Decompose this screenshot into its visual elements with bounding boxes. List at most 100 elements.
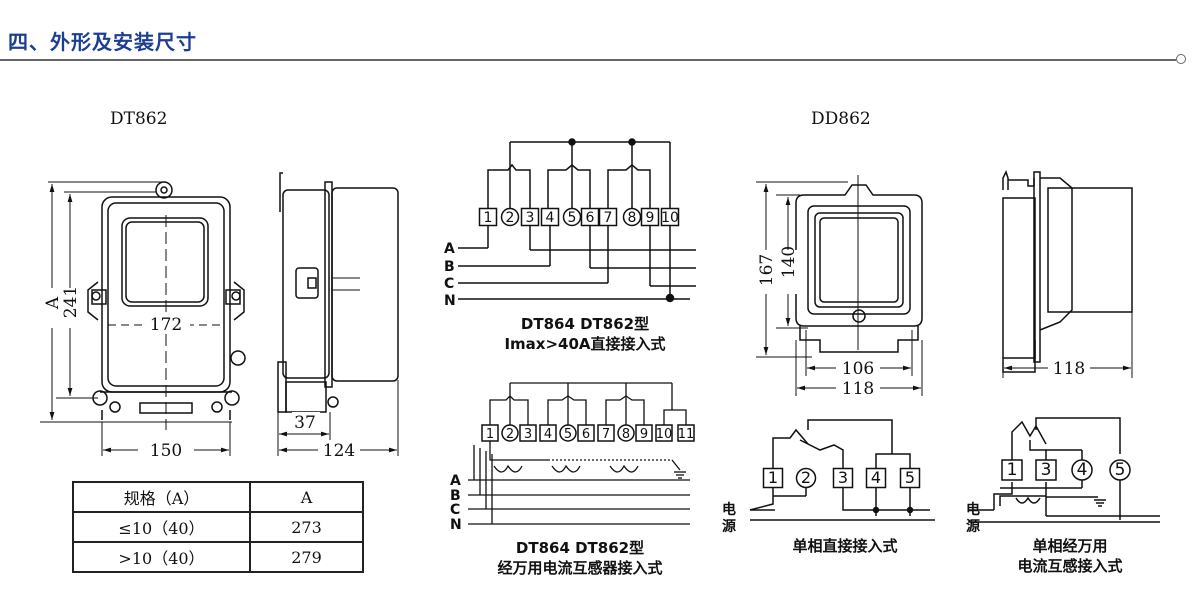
terminal-number: 1: [484, 210, 493, 226]
phase-label: A: [450, 473, 461, 489]
terminal-circle: [795, 467, 817, 489]
source-label: 电: [722, 501, 736, 518]
terminal-number: 5: [564, 427, 572, 442]
spec-table: 规格（A） A ≤10（40） 273 >10（40） 279: [72, 481, 364, 573]
source-label: 电: [966, 501, 980, 518]
dd862-side-view: [1002, 170, 1133, 378]
terminal-number: 8: [628, 210, 637, 226]
terminal-circle: [622, 207, 642, 227]
table-cell: ≤10（40）: [72, 511, 251, 543]
phase-label: C: [450, 502, 460, 518]
terminal-circle: [501, 424, 519, 442]
terminal-box: [865, 467, 887, 489]
table-cell: 279: [249, 541, 364, 573]
dt862-side-view: [277, 172, 399, 456]
terminal-box: [540, 207, 560, 227]
terminal-box: [655, 424, 673, 442]
wiring-direct-diagram: [458, 138, 696, 303]
divider-end-circle: [1176, 54, 1186, 64]
terminal-number: 10: [661, 210, 679, 226]
terminal-circle: [617, 424, 635, 442]
phase-label: C: [444, 276, 454, 292]
single-direct-caption: 单相直接接入式: [760, 536, 930, 556]
terminal-number: 3: [1041, 460, 1052, 480]
terminal-number: 1: [1007, 460, 1018, 480]
terminal-box: [539, 424, 557, 442]
caption-line: 单相直接接入式: [792, 537, 898, 555]
terminal-number: 2: [506, 210, 515, 226]
dt862-front-view: DT862: [40, 109, 246, 456]
terminal-number: 2: [506, 427, 514, 442]
terminal-box: [598, 207, 618, 227]
terminal-box: [597, 424, 615, 442]
terminal-number: 3: [838, 468, 848, 487]
phase-label: B: [444, 259, 455, 275]
dim-height-167: 167: [757, 254, 777, 286]
terminal-circle: [1071, 459, 1093, 481]
terminal-box: [832, 467, 854, 489]
dim-label-A: A: [43, 296, 63, 310]
terminal-number: 6: [586, 210, 595, 226]
terminal-box: [640, 207, 660, 227]
terminal-box: [519, 424, 537, 442]
wiring-ct-caption: DT864 DT862型 经万用电流互感器接入式: [460, 538, 700, 578]
terminal-number: 10: [656, 427, 673, 442]
source-label: 源: [966, 518, 980, 535]
section-title: 四、外形及安装尺寸: [8, 30, 197, 54]
terminal-number: 1: [768, 468, 778, 487]
terminal-box: [577, 424, 595, 442]
terminal-number: 1: [486, 427, 494, 442]
terminal-number: 2: [801, 468, 811, 487]
terminal-number: 4: [544, 427, 552, 442]
terminal-number: 5: [1115, 460, 1126, 480]
terminal-box: [520, 207, 540, 227]
terminal-box: [580, 207, 600, 227]
terminal-box: [660, 207, 680, 227]
terminal-box: [1035, 459, 1057, 481]
dim-depth-37: 37: [294, 413, 316, 433]
terminal-number: 5: [568, 210, 577, 226]
caption-line: DT864 DT862型: [515, 539, 645, 557]
single-ct-caption: 单相经万用 电流互感接入式: [990, 536, 1150, 576]
phase-label: N: [450, 517, 462, 533]
terminal-number: 8: [622, 427, 630, 442]
terminal-number: 3: [526, 210, 535, 226]
wiring-ct-diagram: [468, 382, 690, 525]
terminal-number: 9: [640, 427, 648, 442]
wiring-direct-caption: DT864 DT862型 Imax>40A直接接入式: [470, 314, 700, 354]
caption-line: Imax>40A直接接入式: [504, 335, 666, 353]
dim-height-241: 241: [61, 286, 81, 318]
terminal-box: [478, 207, 498, 227]
dim-depth-124: 124: [323, 441, 355, 461]
terminal-number: 4: [871, 468, 881, 487]
single-ct-diagram: [968, 417, 1160, 523]
dim-depth-118: 118: [1053, 359, 1085, 379]
dim-mount-width-106: 106: [842, 359, 874, 379]
terminal-box: [481, 424, 499, 442]
terminal-number: 7: [604, 210, 613, 226]
terminal-box: [1001, 459, 1023, 481]
dim-mount-width-172: 172: [150, 315, 182, 335]
terminal-number: 7: [602, 427, 610, 442]
dd862-model-label: DD862: [811, 109, 871, 129]
single-direct-diagram: [749, 419, 935, 521]
terminal-number: 6: [582, 427, 590, 442]
source-label: 源: [722, 518, 736, 535]
terminal-number: 4: [546, 210, 555, 226]
terminal-box: [899, 467, 921, 489]
dim-width-118: 118: [842, 379, 874, 399]
table-header-row: 规格（A） A: [72, 481, 364, 513]
terminal-number: 9: [646, 210, 655, 226]
terminal-circle: [1109, 459, 1131, 481]
terminal-circle: [500, 207, 520, 227]
terminal-box: [677, 424, 695, 442]
terminal-box: [635, 424, 653, 442]
dim-width-150: 150: [150, 441, 182, 461]
caption-line: DT864 DT862型: [520, 315, 650, 333]
table-cell: 273: [249, 511, 364, 543]
phase-label: N: [444, 293, 456, 309]
